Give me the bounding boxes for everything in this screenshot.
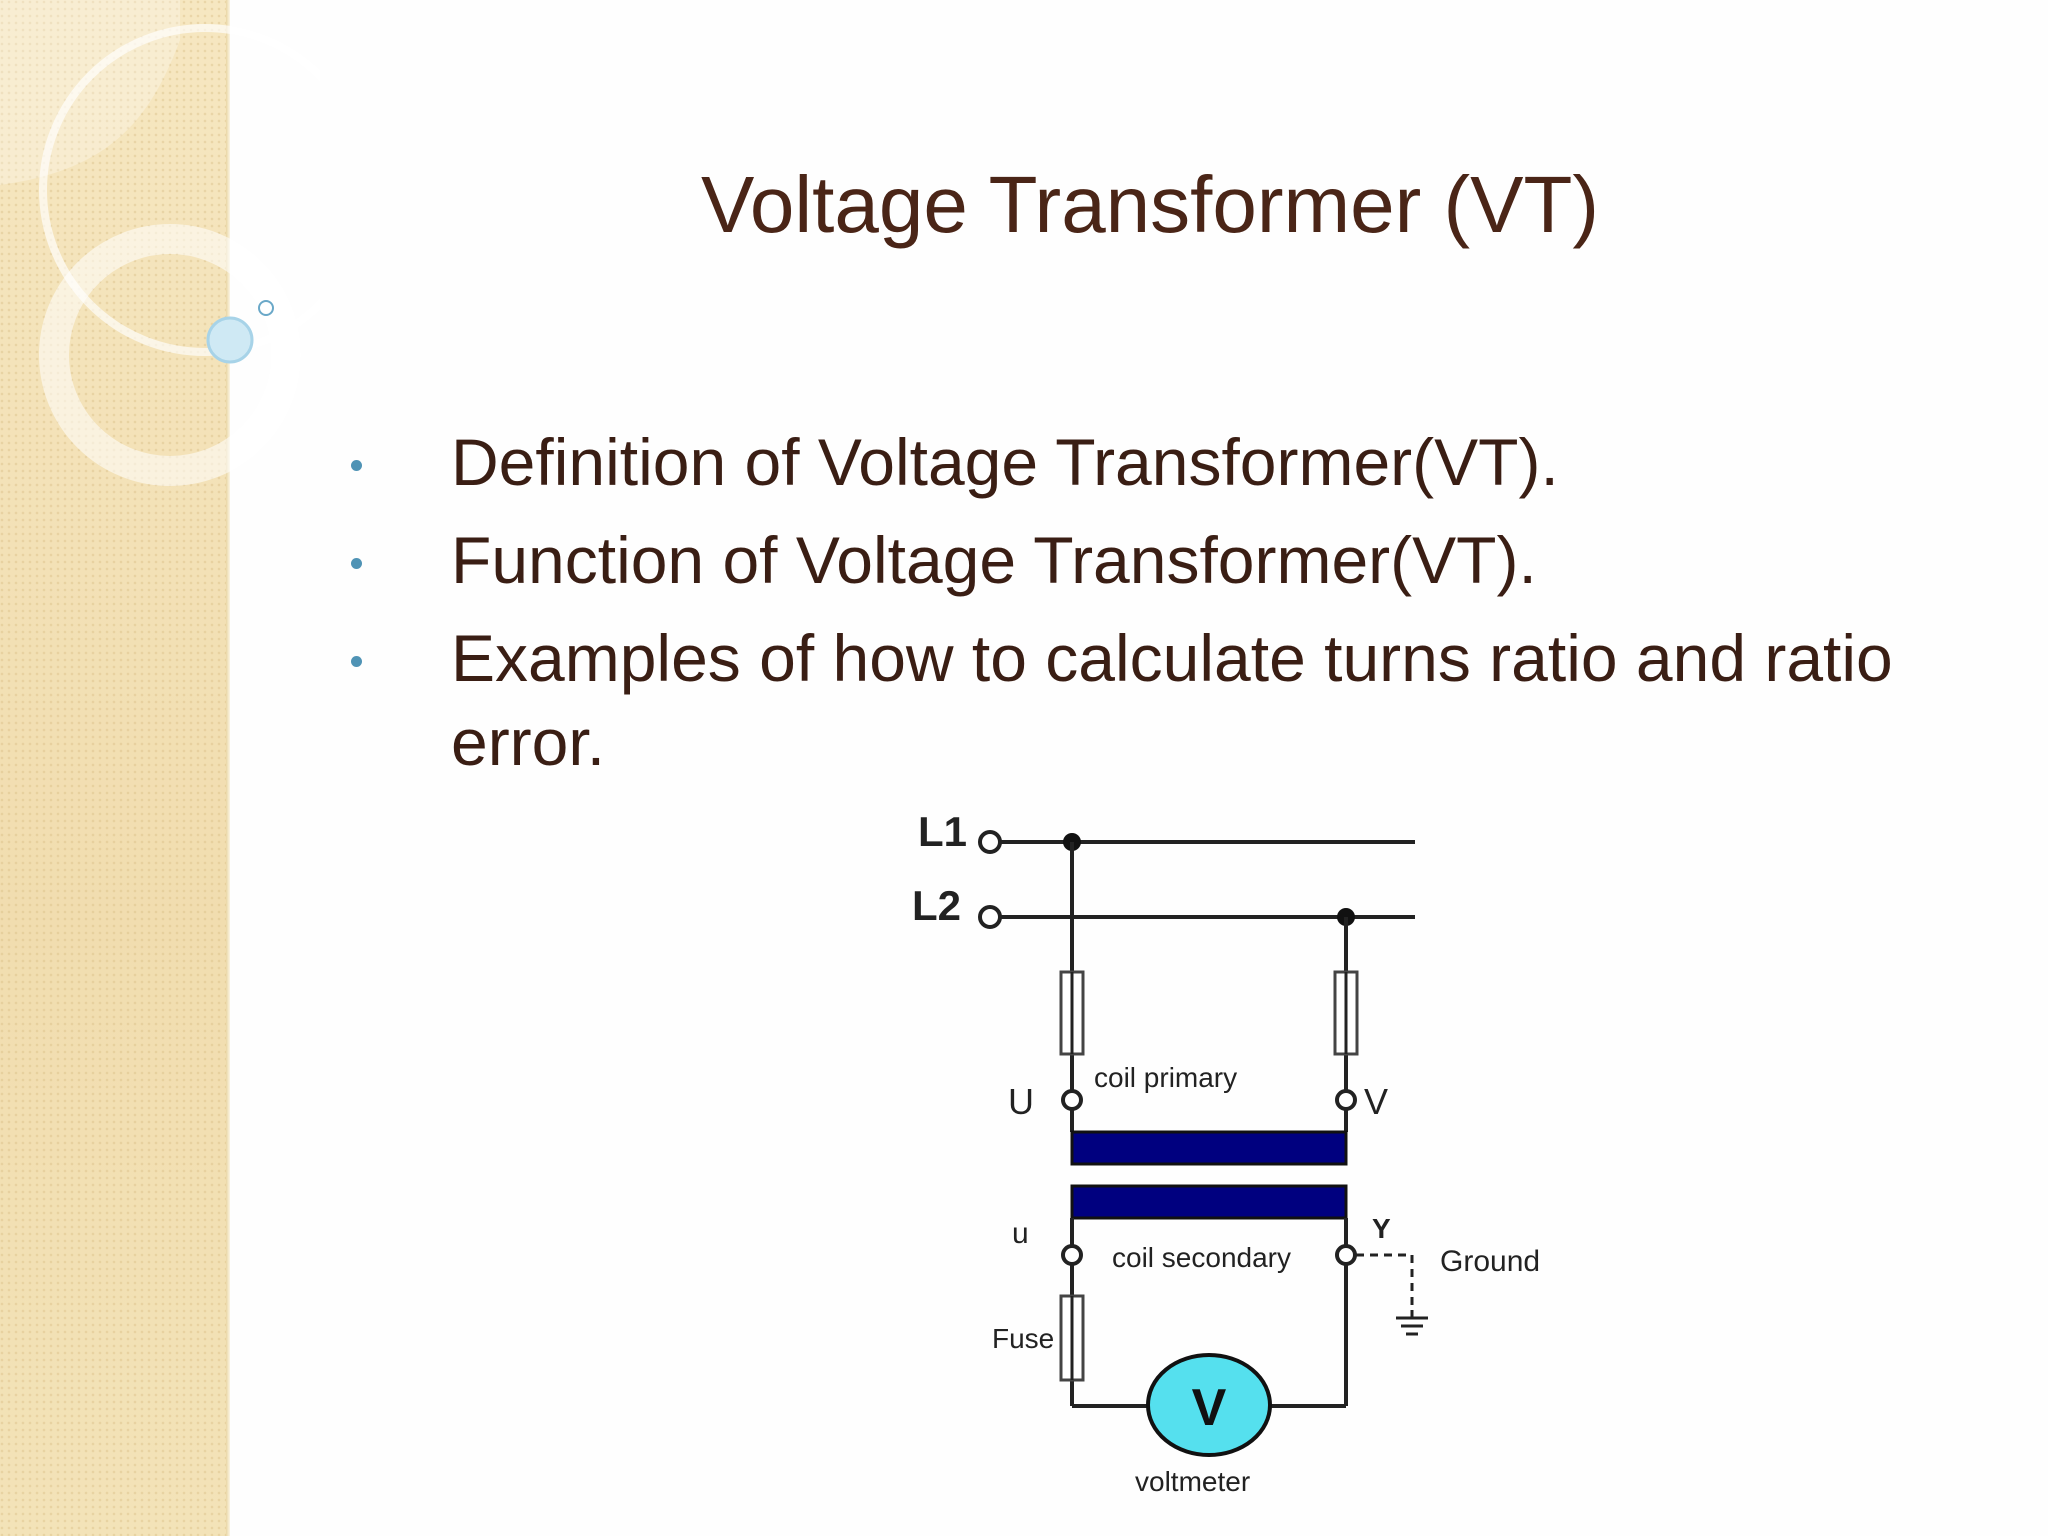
bullet-text: Examples of how to calculate turns ratio… xyxy=(451,621,1893,779)
vt-circuit-diagram: L1 L2 U V coil primary u Y xyxy=(880,800,1640,1525)
terminal-u-secondary-label: u xyxy=(1012,1217,1029,1250)
line-1-label: L1 xyxy=(918,808,967,855)
slide-title: Voltage Transformer (VT) xyxy=(700,160,1600,249)
line-2-label: L2 xyxy=(912,882,961,929)
l2-terminal xyxy=(978,905,1002,929)
secondary-winding xyxy=(1070,1184,1348,1220)
terminal-v-label: V xyxy=(1364,1081,1388,1122)
terminal-y-label: Y xyxy=(1372,1213,1391,1244)
l1-terminal xyxy=(978,830,1002,854)
decorative-rings xyxy=(0,0,320,486)
bullet-dot-icon xyxy=(351,656,362,667)
coil-secondary-label: coil secondary xyxy=(1112,1242,1291,1273)
voltmeter-symbol: V xyxy=(1192,1379,1227,1437)
voltmeter-icon xyxy=(1146,1353,1272,1457)
primary-winding xyxy=(1070,1130,1348,1166)
bullet-text: Definition of Voltage Transformer(VT). xyxy=(451,425,1559,499)
primary-terminal-u xyxy=(1061,1089,1083,1111)
bullet-definition: Definition of Voltage Transformer(VT). xyxy=(340,420,1980,504)
coil-primary-label: coil primary xyxy=(1094,1062,1237,1093)
bubble-small xyxy=(258,300,274,316)
bullet-examples: Examples of how to calculate turns ratio… xyxy=(340,616,1980,784)
primary-terminal-v xyxy=(1335,1089,1357,1111)
terminal-u-label: U xyxy=(1008,1081,1034,1122)
ground-label: Ground xyxy=(1440,1245,1540,1278)
bullet-list: Definition of Voltage Transformer(VT). F… xyxy=(340,420,1980,798)
bullet-dot-icon xyxy=(351,558,362,569)
voltmeter-label: voltmeter xyxy=(1135,1466,1250,1497)
fuse-label: Fuse xyxy=(992,1323,1054,1354)
bullet-text: Function of Voltage Transformer(VT). xyxy=(451,523,1537,597)
side-panel-edge xyxy=(226,0,230,1536)
ground-dashed-line xyxy=(1356,1253,1414,1310)
secondary-terminal-u xyxy=(1061,1244,1083,1266)
secondary-terminal-y xyxy=(1335,1244,1357,1266)
bullet-function: Function of Voltage Transformer(VT). xyxy=(340,518,1980,602)
bullet-dot-icon xyxy=(351,460,362,471)
ground-icon xyxy=(1396,1310,1428,1336)
bubble-large xyxy=(206,316,254,364)
